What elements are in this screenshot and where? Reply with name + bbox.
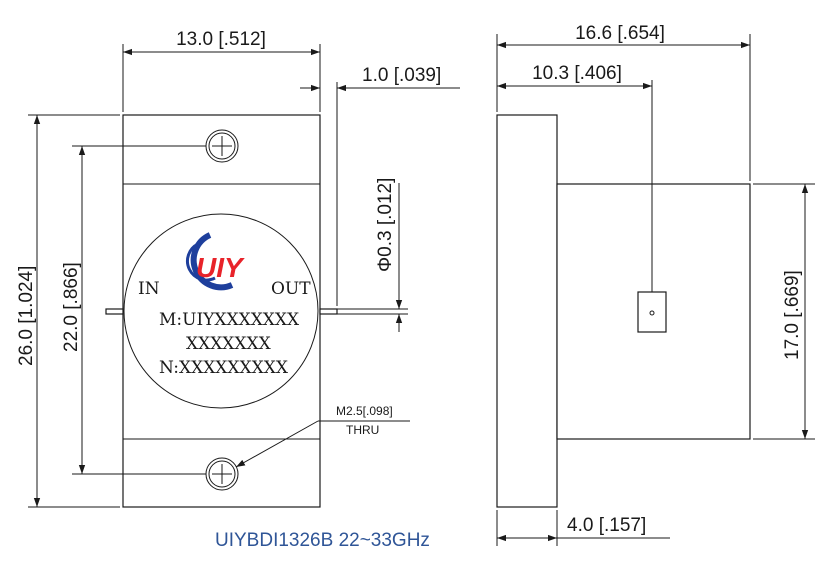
housing-outline <box>122 114 321 508</box>
port-in-label: IN <box>138 279 160 299</box>
input-pin <box>105 308 124 315</box>
side-height-dim-text: 17.0 [.669] <box>782 270 803 360</box>
side-offset-dim-text: 10.3 [.406] <box>532 63 622 84</box>
side-width-dim-text: 16.6 [.654] <box>575 23 665 44</box>
hole-size-note: M2.5[.098] <box>336 404 393 418</box>
front-view: UIY IN OUT M:UIYXXXXXXX XXXXXXX N:XXXXXX… <box>16 29 460 508</box>
hole-type-note: THRU <box>346 423 379 437</box>
side-view: 16.6 [.654] 10.3 [.406] 17.0 [.669] 4.0 … <box>496 23 815 546</box>
logo-text: UIY <box>196 252 245 283</box>
height-dim-text: 26.0 [1.024] <box>16 266 37 366</box>
model-caption: UIYBDI1326B 22~33GHz <box>215 530 430 551</box>
pin-length-dim-text: 1.0 [.039] <box>362 65 441 86</box>
flange-outline <box>496 114 558 508</box>
model-line: M:UIYXXXXXXX <box>159 310 300 330</box>
connector-center <box>649 310 655 316</box>
label-circle <box>123 213 319 409</box>
model-line-cont: XXXXXXX <box>186 334 272 354</box>
hole-note-leader <box>235 420 319 468</box>
pin-dia-dim-text: Φ0.3 [.012] <box>375 178 396 272</box>
width-dim-text: 13.0 [.512] <box>176 29 266 50</box>
connector-port <box>637 291 667 333</box>
hole-spacing-dim-text: 22.0 [.866] <box>61 262 82 352</box>
flange-dim-text: 4.0 [.157] <box>567 515 646 536</box>
serial-line: N:XXXXXXXXX <box>159 358 289 378</box>
port-out-label: OUT <box>271 279 311 299</box>
uiy-logo: UIY <box>185 232 245 291</box>
output-pin <box>319 308 338 315</box>
